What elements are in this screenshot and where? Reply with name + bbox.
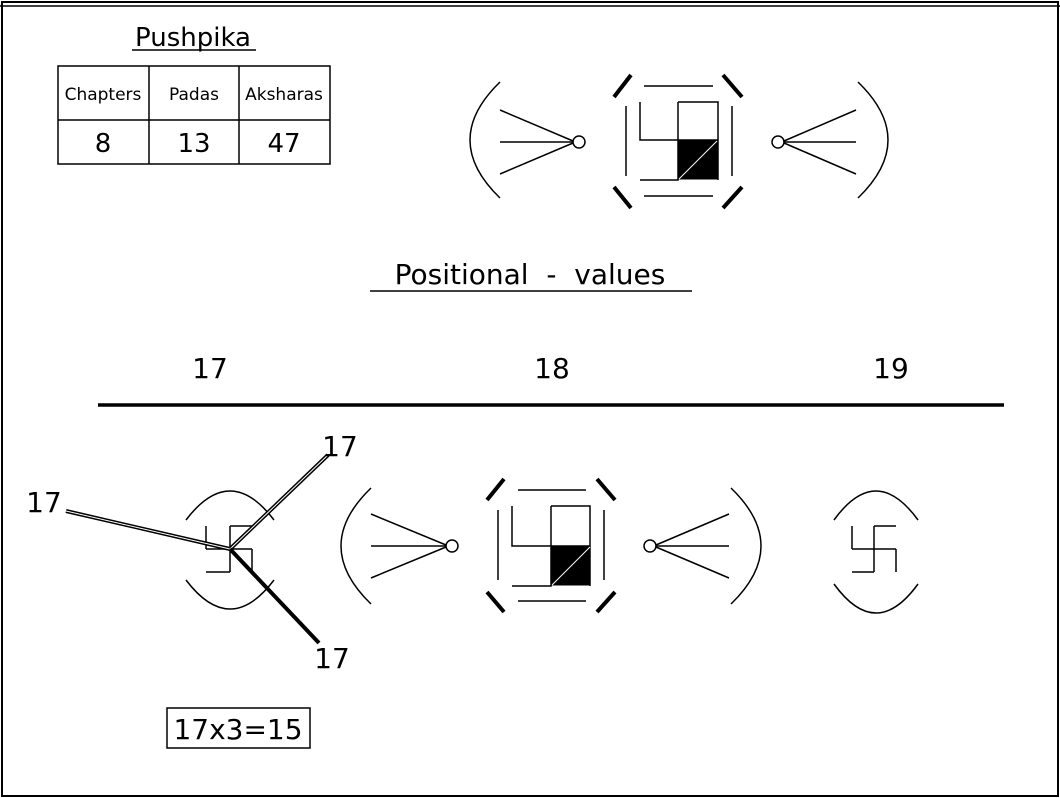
ray-lower bbox=[228, 547, 321, 645]
ray-left bbox=[65, 509, 231, 551]
middle-left-beam bbox=[370, 513, 459, 579]
middle-left-arc bbox=[340, 487, 372, 605]
left-emblem: 17 17 17 bbox=[26, 430, 358, 675]
middle-right-beam bbox=[643, 513, 730, 579]
ray-lower-label: 17 bbox=[314, 642, 350, 675]
top-emblem bbox=[469, 73, 889, 210]
positional-title: Positional - values bbox=[395, 258, 666, 291]
top-left-beam bbox=[499, 109, 586, 175]
equation-box: 17x3=15 bbox=[166, 707, 311, 749]
top-right-arc bbox=[857, 81, 889, 199]
top-swastika-icon bbox=[639, 101, 719, 181]
table-header-padas: Padas bbox=[169, 85, 219, 105]
table-value-padas: 13 bbox=[177, 129, 210, 159]
middle-center-frame bbox=[485, 477, 617, 614]
top-center-frame bbox=[612, 73, 744, 210]
right-emblem bbox=[833, 490, 919, 614]
equation-text: 17x3=15 bbox=[173, 713, 302, 746]
middle-swastika-icon bbox=[511, 505, 591, 587]
pushpika-table: Chapters Padas Aksharas 8 13 47 bbox=[57, 65, 331, 165]
position-value-17: 17 bbox=[192, 352, 228, 385]
right-lower-arc bbox=[833, 583, 919, 614]
position-value-19: 19 bbox=[873, 352, 909, 385]
ray-upper bbox=[228, 453, 330, 551]
right-swastika-icon bbox=[851, 525, 897, 573]
table-header-chapters: Chapters bbox=[65, 85, 142, 105]
middle-right-arc bbox=[730, 487, 762, 605]
top-right-beam bbox=[771, 109, 857, 175]
pushpika-title: Pushpika bbox=[135, 23, 251, 53]
ray-upper-label: 17 bbox=[322, 430, 358, 463]
table-value-aksharas: 47 bbox=[267, 129, 300, 159]
right-upper-arc bbox=[833, 490, 919, 521]
middle-emblem bbox=[340, 477, 762, 614]
position-value-18: 18 bbox=[534, 352, 570, 385]
ray-left-label: 17 bbox=[26, 486, 62, 519]
left-upper-arc bbox=[185, 490, 275, 521]
table-header-aksharas: Aksharas bbox=[245, 85, 323, 105]
table-value-chapters: 8 bbox=[95, 129, 112, 159]
left-lower-arc bbox=[185, 579, 275, 610]
top-left-arc bbox=[469, 81, 501, 199]
